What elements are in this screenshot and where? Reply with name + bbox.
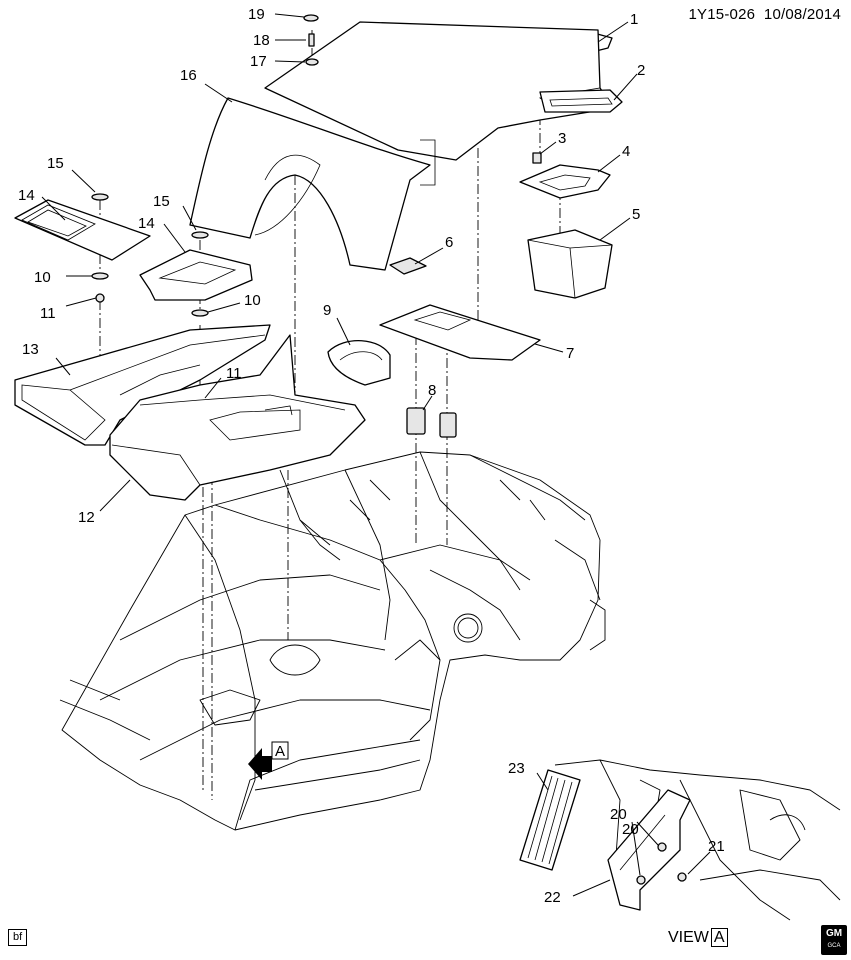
callout-4: 4 (622, 143, 630, 160)
gm-logo-sub: GCA (827, 943, 841, 949)
callout-14-right: 14 (138, 215, 155, 232)
part-18-stud (308, 33, 315, 47)
callout-20-upper: 20 (610, 806, 627, 823)
callout-3: 3 (558, 130, 566, 147)
vehicle-body (59, 451, 606, 831)
callout-10-left: 10 (34, 269, 51, 286)
callout-12: 12 (78, 509, 95, 526)
callout-15-left: 15 (47, 155, 64, 172)
part-14-mat-right (139, 249, 253, 301)
leader-lines (41, 13, 711, 897)
doc-id: 1Y15-026 (688, 6, 756, 23)
part-16-trim-panel (189, 21, 615, 271)
callout-11-right: 11 (226, 365, 242, 382)
callout-15-right: 15 (153, 193, 170, 210)
part-3-fastener (532, 152, 542, 164)
part-15-washers (91, 193, 209, 239)
callout-20-lower: 20 (622, 821, 639, 838)
callout-labels: 1 2 3 4 5 6 7 8 9 10 10 11 11 12 13 14 1… (18, 6, 725, 906)
part-9-cover (327, 340, 391, 386)
callout-13: 13 (22, 341, 39, 358)
part-7-floor-panel (379, 304, 541, 361)
callout-23: 23 (508, 760, 525, 777)
gm-logo: GM GCA (821, 925, 847, 955)
view-a-arrow: A (248, 741, 289, 780)
part-5-bin (527, 229, 613, 299)
callout-6: 6 (445, 234, 453, 251)
part-4-bracket (519, 164, 611, 199)
callout-17: 17 (250, 53, 267, 70)
callout-1: 1 (630, 11, 638, 28)
doc-date: 10/08/2014 (763, 6, 841, 23)
view-a-arrow-letter: A (275, 743, 285, 760)
callout-5: 5 (632, 206, 640, 223)
part-2-frame (539, 89, 623, 113)
part-14-mat-left (14, 199, 151, 261)
callout-7: 7 (566, 345, 574, 362)
view-label-text: VIEW (668, 929, 709, 946)
gm-logo-text: GM (825, 928, 843, 939)
callout-9: 9 (323, 302, 331, 319)
diagram-header: 1Y15-026 10/08/2014 (689, 6, 841, 23)
part-8-pads (406, 407, 457, 438)
part-12-tub-main (109, 334, 366, 501)
bf-tag: bf (8, 929, 28, 946)
callout-22: 22 (544, 889, 561, 906)
callout-11-left: 11 (40, 305, 56, 322)
callout-18: 18 (253, 32, 270, 49)
callout-10-right: 10 (244, 292, 261, 309)
callout-21: 21 (708, 838, 725, 855)
part-6-clip (389, 257, 427, 275)
part-17-nut (305, 58, 319, 66)
part-10-washers (91, 272, 209, 317)
callout-19: 19 (248, 6, 265, 23)
callout-16: 16 (180, 67, 197, 84)
callout-2: 2 (637, 62, 645, 79)
part-19-cap (303, 14, 319, 22)
callout-8: 8 (428, 382, 436, 399)
view-a-inset (519, 759, 841, 921)
callout-14-left: 14 (18, 187, 35, 204)
view-label-letter: A (710, 928, 728, 947)
